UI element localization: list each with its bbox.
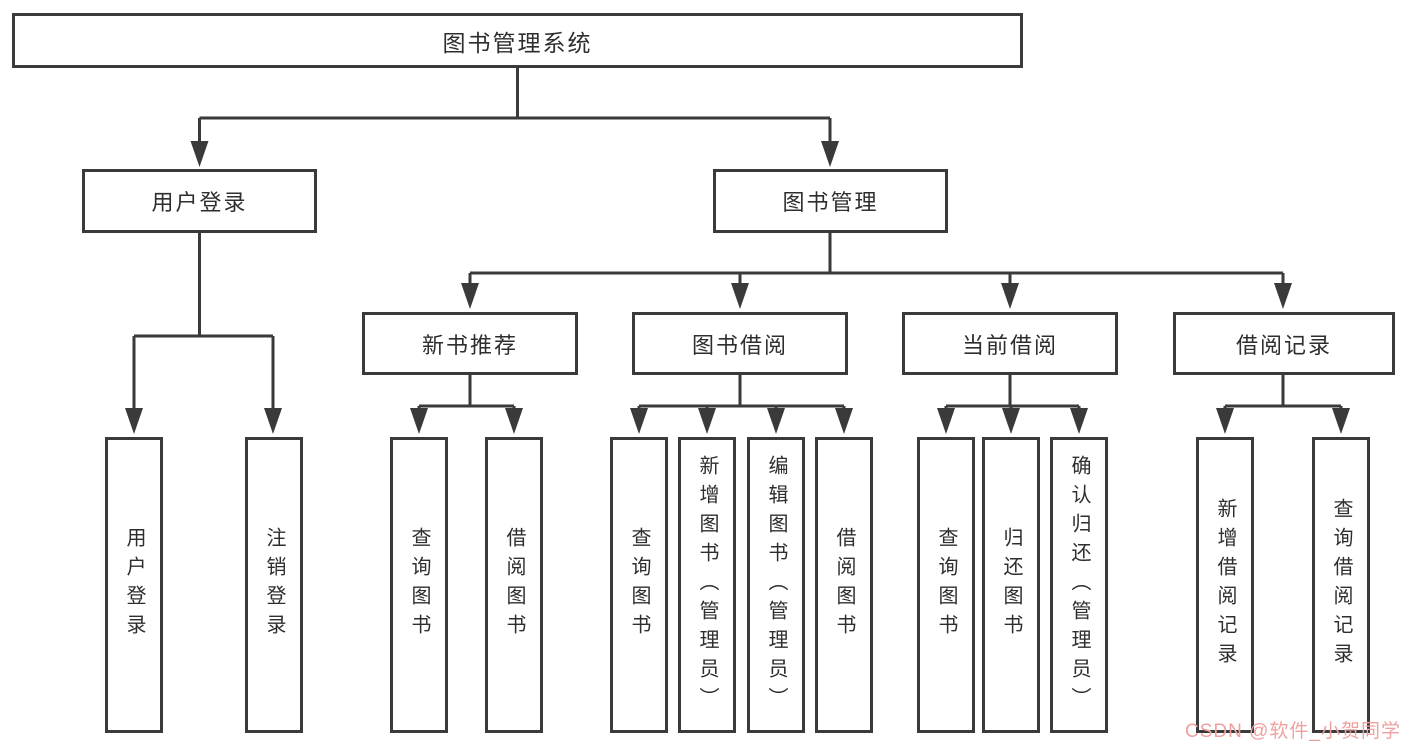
edge-newbook-to-leaves [417,375,516,412]
node-leaf-borrow-books-recommend-label: 借阅图书 [503,527,525,643]
node-leaf-confirm-return-admin-label: 确认归还（管理员） [1068,454,1090,716]
node-leaf-edit-books-admin-label: 编辑图书（管理员） [765,454,787,716]
node-leaf-query-books-borrowing: 查询图书 [610,437,668,733]
node-leaf-edit-books-admin: 编辑图书（管理员） [747,437,805,733]
node-user-login-label: 用户登录 [151,190,248,215]
edge-root-to-level2 [198,68,832,145]
node-leaf-logout-label: 注销登录 [263,527,285,643]
node-leaf-return-books-label: 归还图书 [1000,527,1022,643]
node-leaf-query-books-recommend-label: 查询图书 [408,527,430,643]
arrowheads [125,141,1350,434]
node-leaf-logout: 注销登录 [245,437,303,733]
node-leaf-query-borrow-record: 查询借阅记录 [1312,437,1370,733]
edge-borrowing-to-leaves [637,375,846,412]
edge-current-to-leaves [944,375,1081,412]
node-leaf-add-books-admin-label: 新增图书（管理员） [696,454,718,716]
node-leaf-confirm-return-admin: 确认归还（管理员） [1050,437,1108,733]
node-leaf-query-books-borrowing-label: 查询图书 [628,527,650,643]
node-book-management: 图书管理 [713,169,948,233]
node-user-login: 用户登录 [82,169,317,233]
node-root: 图书管理系统 [12,13,1023,68]
node-root-label: 图书管理系统 [442,29,593,56]
node-leaf-query-books-recommend: 查询图书 [390,437,448,733]
csdn-watermark: CSDN @软件_小贺同学 [1185,721,1401,742]
node-borrowing-records-label: 借阅记录 [1235,332,1332,358]
node-current-borrowing: 当前借阅 [902,312,1118,375]
node-leaf-borrow-books-borrowing: 借阅图书 [815,437,873,733]
node-leaf-borrow-books-recommend: 借阅图书 [485,437,543,733]
node-new-book-recommend: 新书推荐 [362,312,578,375]
node-leaf-query-books-current-label: 查询图书 [935,527,957,643]
node-leaf-add-borrow-record-label: 新增借阅记录 [1214,498,1236,672]
node-leaf-query-borrow-record-label: 查询借阅记录 [1330,498,1352,672]
node-borrowing-records: 借阅记录 [1173,312,1395,375]
node-leaf-query-books-current: 查询图书 [917,437,975,733]
node-leaf-user-login: 用户登录 [105,437,163,733]
node-new-book-recommend-label: 新书推荐 [421,332,518,358]
node-book-management-label: 图书管理 [782,190,879,215]
node-leaf-add-books-admin: 新增图书（管理员） [678,437,736,733]
node-leaf-borrow-books-borrowing-label: 借阅图书 [833,527,855,643]
node-leaf-return-books: 归还图书 [982,437,1040,733]
node-leaf-add-borrow-record: 新增借阅记录 [1196,437,1254,733]
edge-records-to-leaves [1223,375,1343,412]
node-book-borrowing: 图书借阅 [632,312,848,375]
edge-bookmgmt-to-level3 [468,233,1285,287]
node-leaf-user-login-label: 用户登录 [123,527,145,643]
edge-userlogin-to-leaves [132,233,275,412]
node-book-borrowing-label: 图书借阅 [691,332,788,358]
node-current-borrowing-label: 当前借阅 [961,332,1058,358]
